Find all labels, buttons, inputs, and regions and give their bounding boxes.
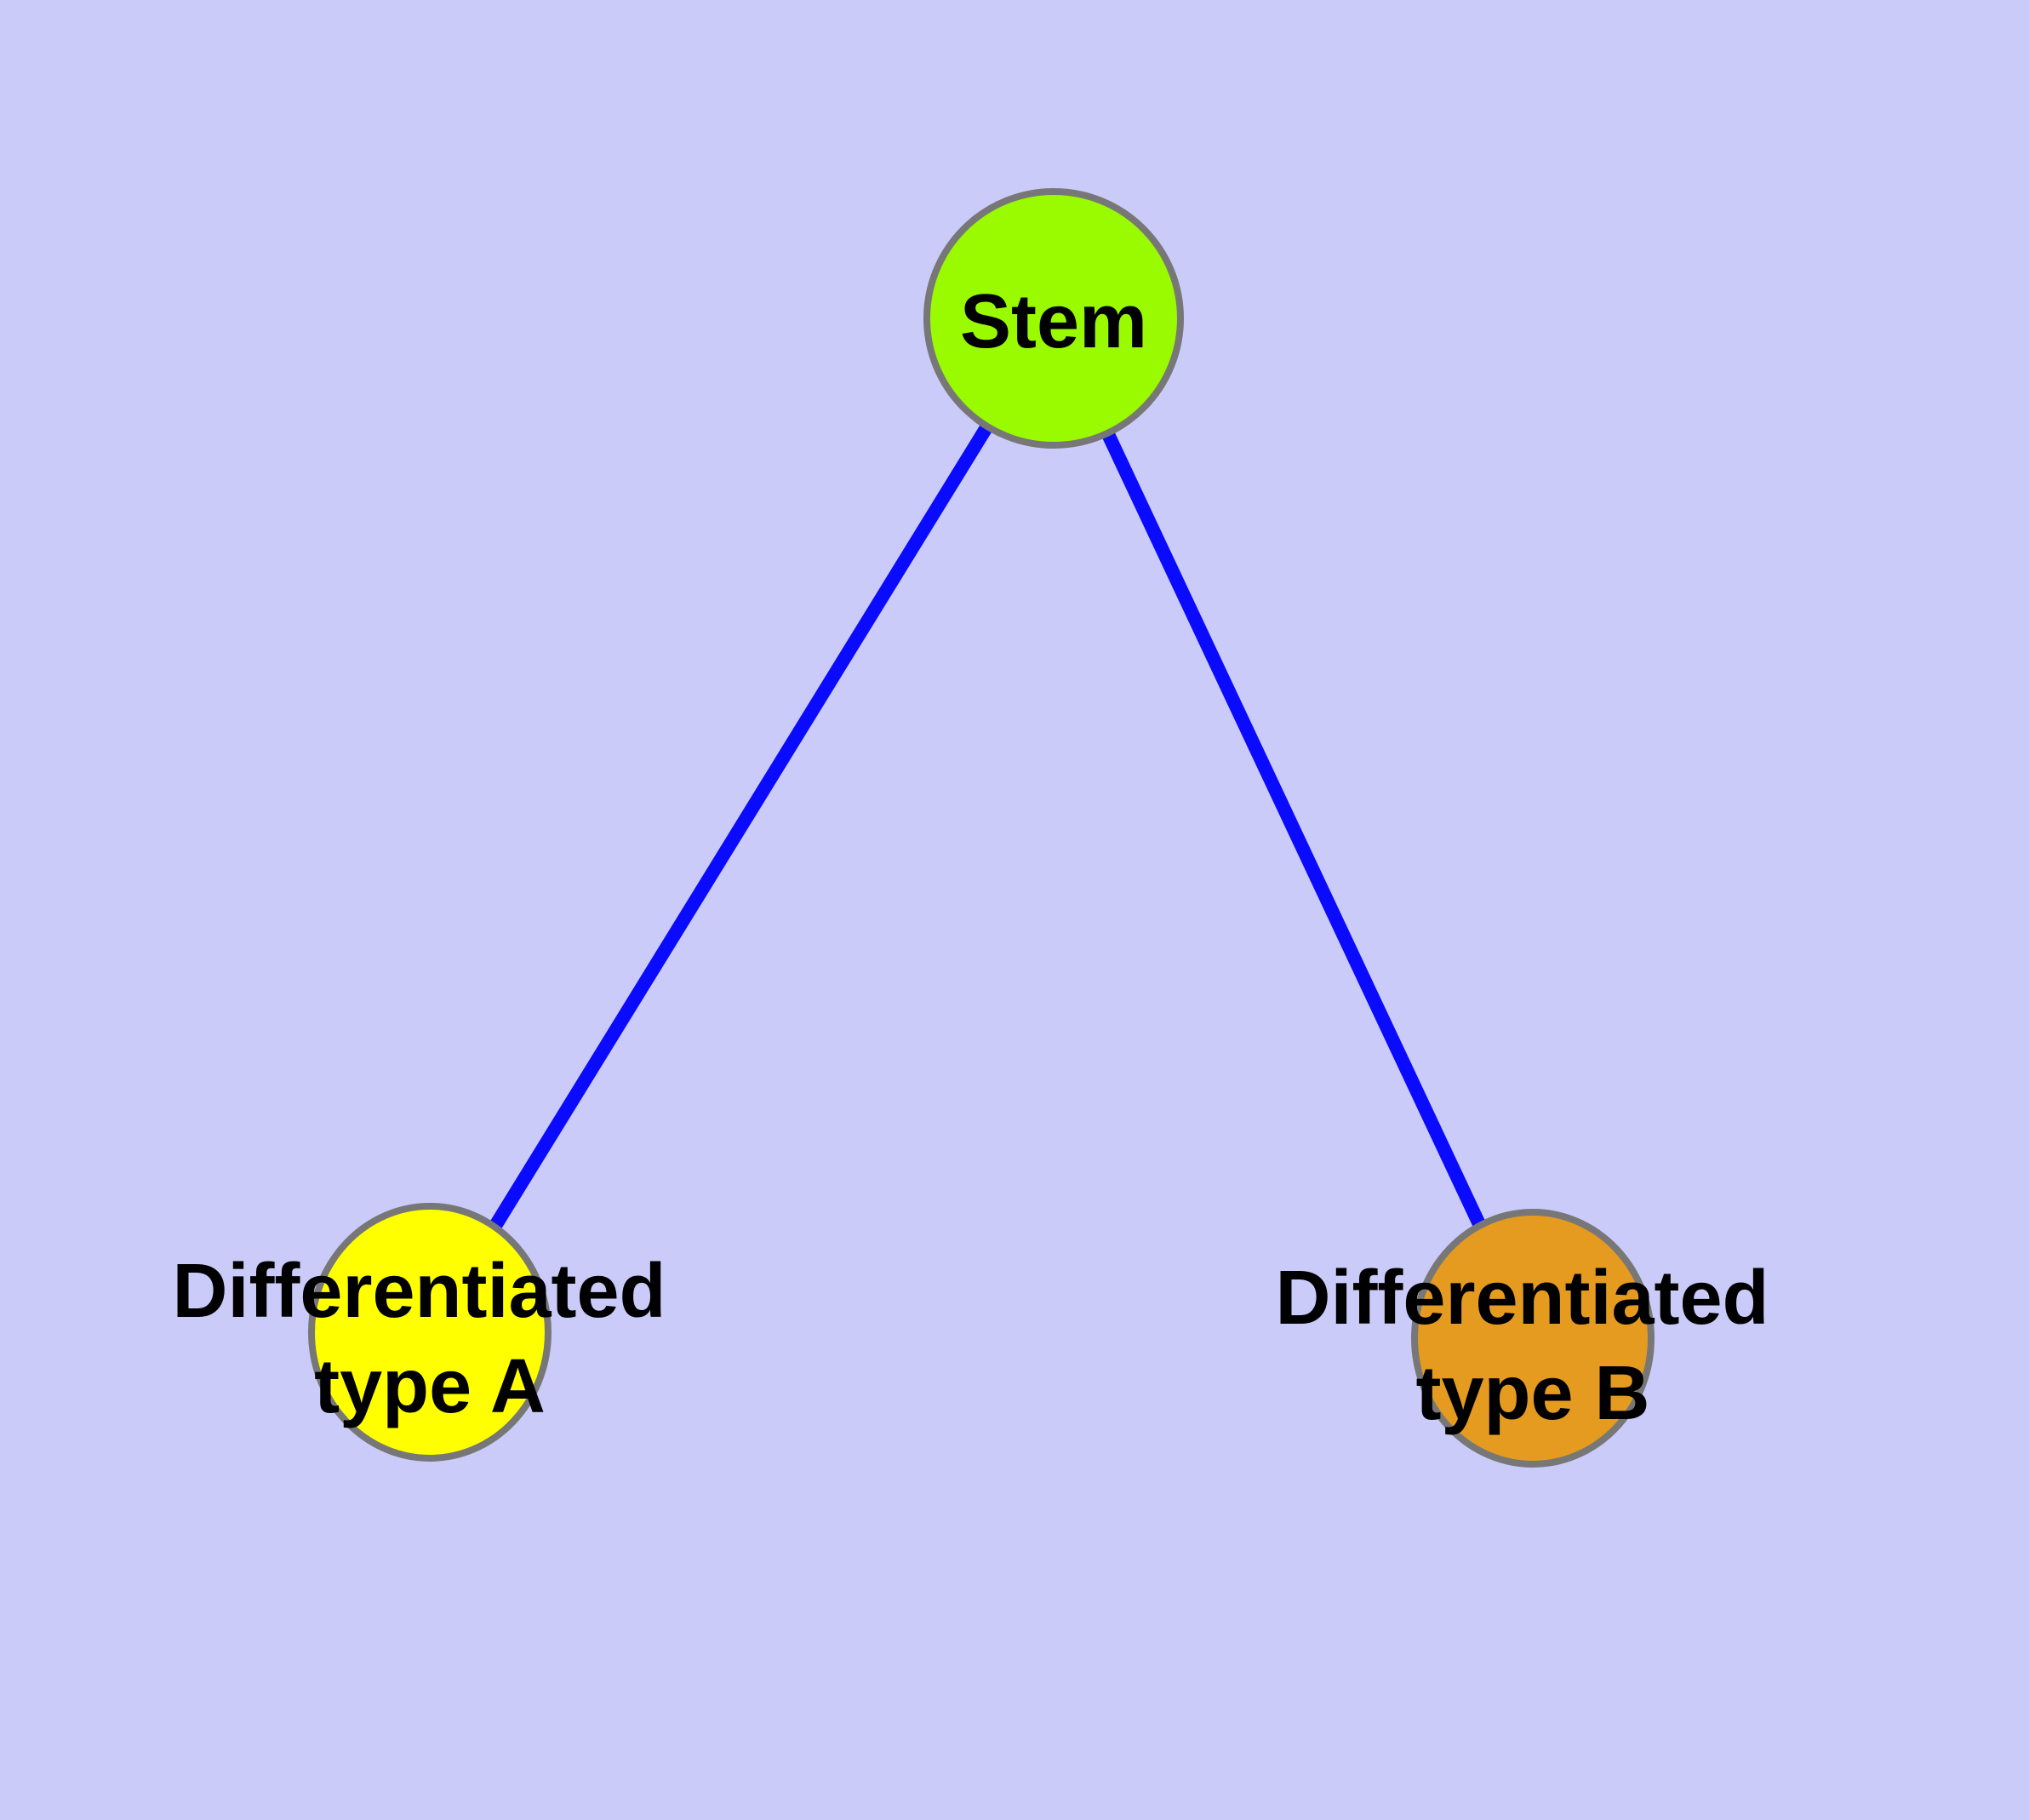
node-label-differentiated-type-b: Differentiated type B [1275,1256,1790,1436]
edge-stem-to-type-a [424,314,1060,1336]
edge-stem-to-type-b [1047,315,1540,1342]
node-label-line: Differentiated [1275,1256,1769,1341]
node-differentiated-type-a [308,1203,552,1462]
node-stem [923,188,1184,449]
node-label-stem: Stem [960,279,1147,364]
node-label-differentiated-type-a: Differentiated type A [172,1249,687,1429]
node-label-line: Differentiated [172,1249,666,1334]
node-label-line: type B [1415,1351,1649,1436]
node-differentiated-type-b [1411,1209,1655,1468]
node-label-line: type A [314,1344,546,1429]
